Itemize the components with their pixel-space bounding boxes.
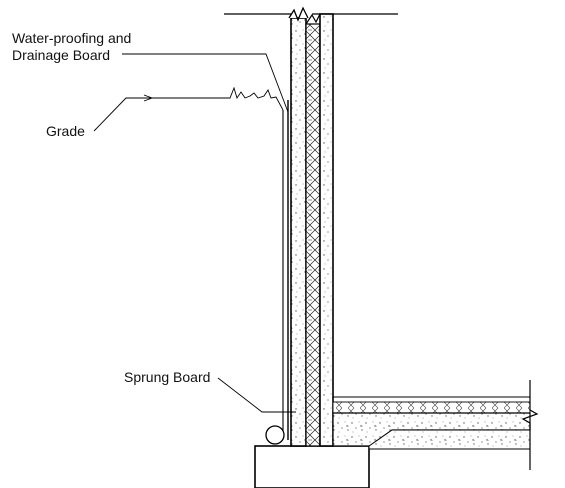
slab-insulation-layer: [332, 401, 531, 414]
sprung-board-leader: [217, 377, 296, 413]
waterproofing-leader: [122, 53, 289, 113]
wall-insulation-core: [305, 23, 321, 447]
wall-break-mark-inner: [305, 13, 321, 25]
label-grade: Grade: [46, 123, 85, 139]
grade-leader-arrow: [143, 94, 154, 102]
label-sprung-board: Sprung Board: [124, 369, 210, 385]
label-waterproofing-line1: Water-proofing and: [12, 30, 131, 46]
label-waterproofing-line2: Drainage Board: [12, 47, 110, 63]
wall-inner-concrete: [319, 13, 334, 447]
grade-terrain-line: [152, 86, 284, 111]
wall-break-mark: [288, 6, 309, 22]
footing: [254, 445, 370, 488]
slab-break-line: [521, 380, 539, 470]
grade-leader: [93, 97, 152, 132]
slab-gravel-base: [368, 429, 531, 450]
wall-outer-concrete: [290, 17, 307, 447]
drain-tile: [265, 425, 285, 445]
